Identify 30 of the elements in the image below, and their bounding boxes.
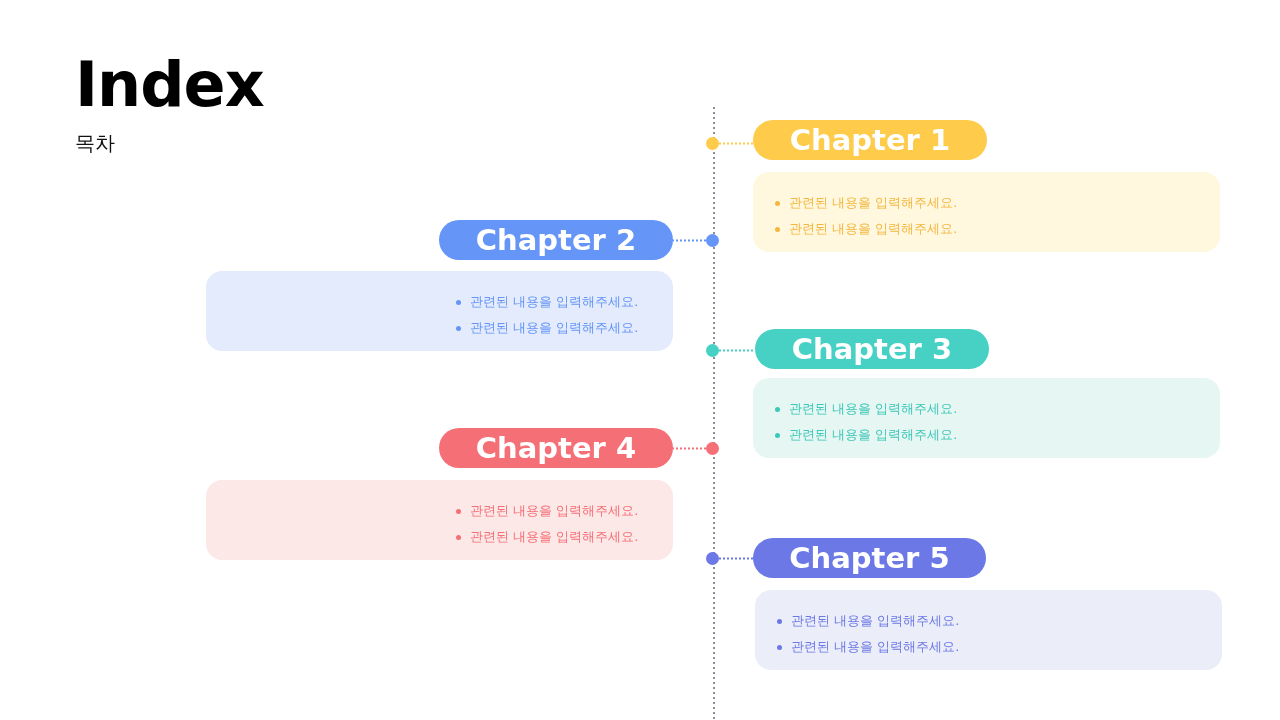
list-item: 관련된 내용을 입력해주세요. [775, 422, 958, 448]
content-card [206, 480, 673, 560]
list-item: 관련된 내용을 입력해주세요. [456, 524, 639, 550]
chapter-pill: Chapter 2 [439, 220, 673, 260]
list-item: 관련된 내용을 입력해주세요. [775, 190, 958, 216]
content-card [755, 590, 1222, 670]
list-item: 관련된 내용을 입력해주세요. [775, 396, 958, 422]
title: Index [75, 48, 264, 121]
content-card [753, 378, 1220, 458]
content-card [753, 172, 1220, 252]
list-item: 관련된 내용을 입력해주세요. [456, 498, 639, 524]
chapter-pill: Chapter 5 [753, 538, 986, 578]
subtitle: 목차 [75, 130, 115, 157]
timeline-dot [706, 442, 719, 455]
list-item: 관련된 내용을 입력해주세요. [775, 216, 958, 242]
dotted-connector [718, 349, 756, 352]
timeline-dot [706, 344, 719, 357]
list-item: 관련된 내용을 입력해주세요. [777, 608, 960, 634]
list-item: 관련된 내용을 입력해주세요. [456, 315, 639, 341]
chapter-pill: Chapter 1 [753, 120, 987, 160]
timeline-dot [706, 552, 719, 565]
chapter-pill: Chapter 4 [439, 428, 673, 468]
chapter-pill: Chapter 3 [755, 329, 989, 369]
timeline-dot [706, 137, 719, 150]
timeline-dot [706, 234, 719, 247]
content-card [206, 271, 673, 351]
dotted-connector [718, 557, 754, 560]
list-item: 관련된 내용을 입력해주세요. [777, 634, 960, 660]
dotted-connector [718, 142, 754, 145]
list-item: 관련된 내용을 입력해주세요. [456, 289, 639, 315]
